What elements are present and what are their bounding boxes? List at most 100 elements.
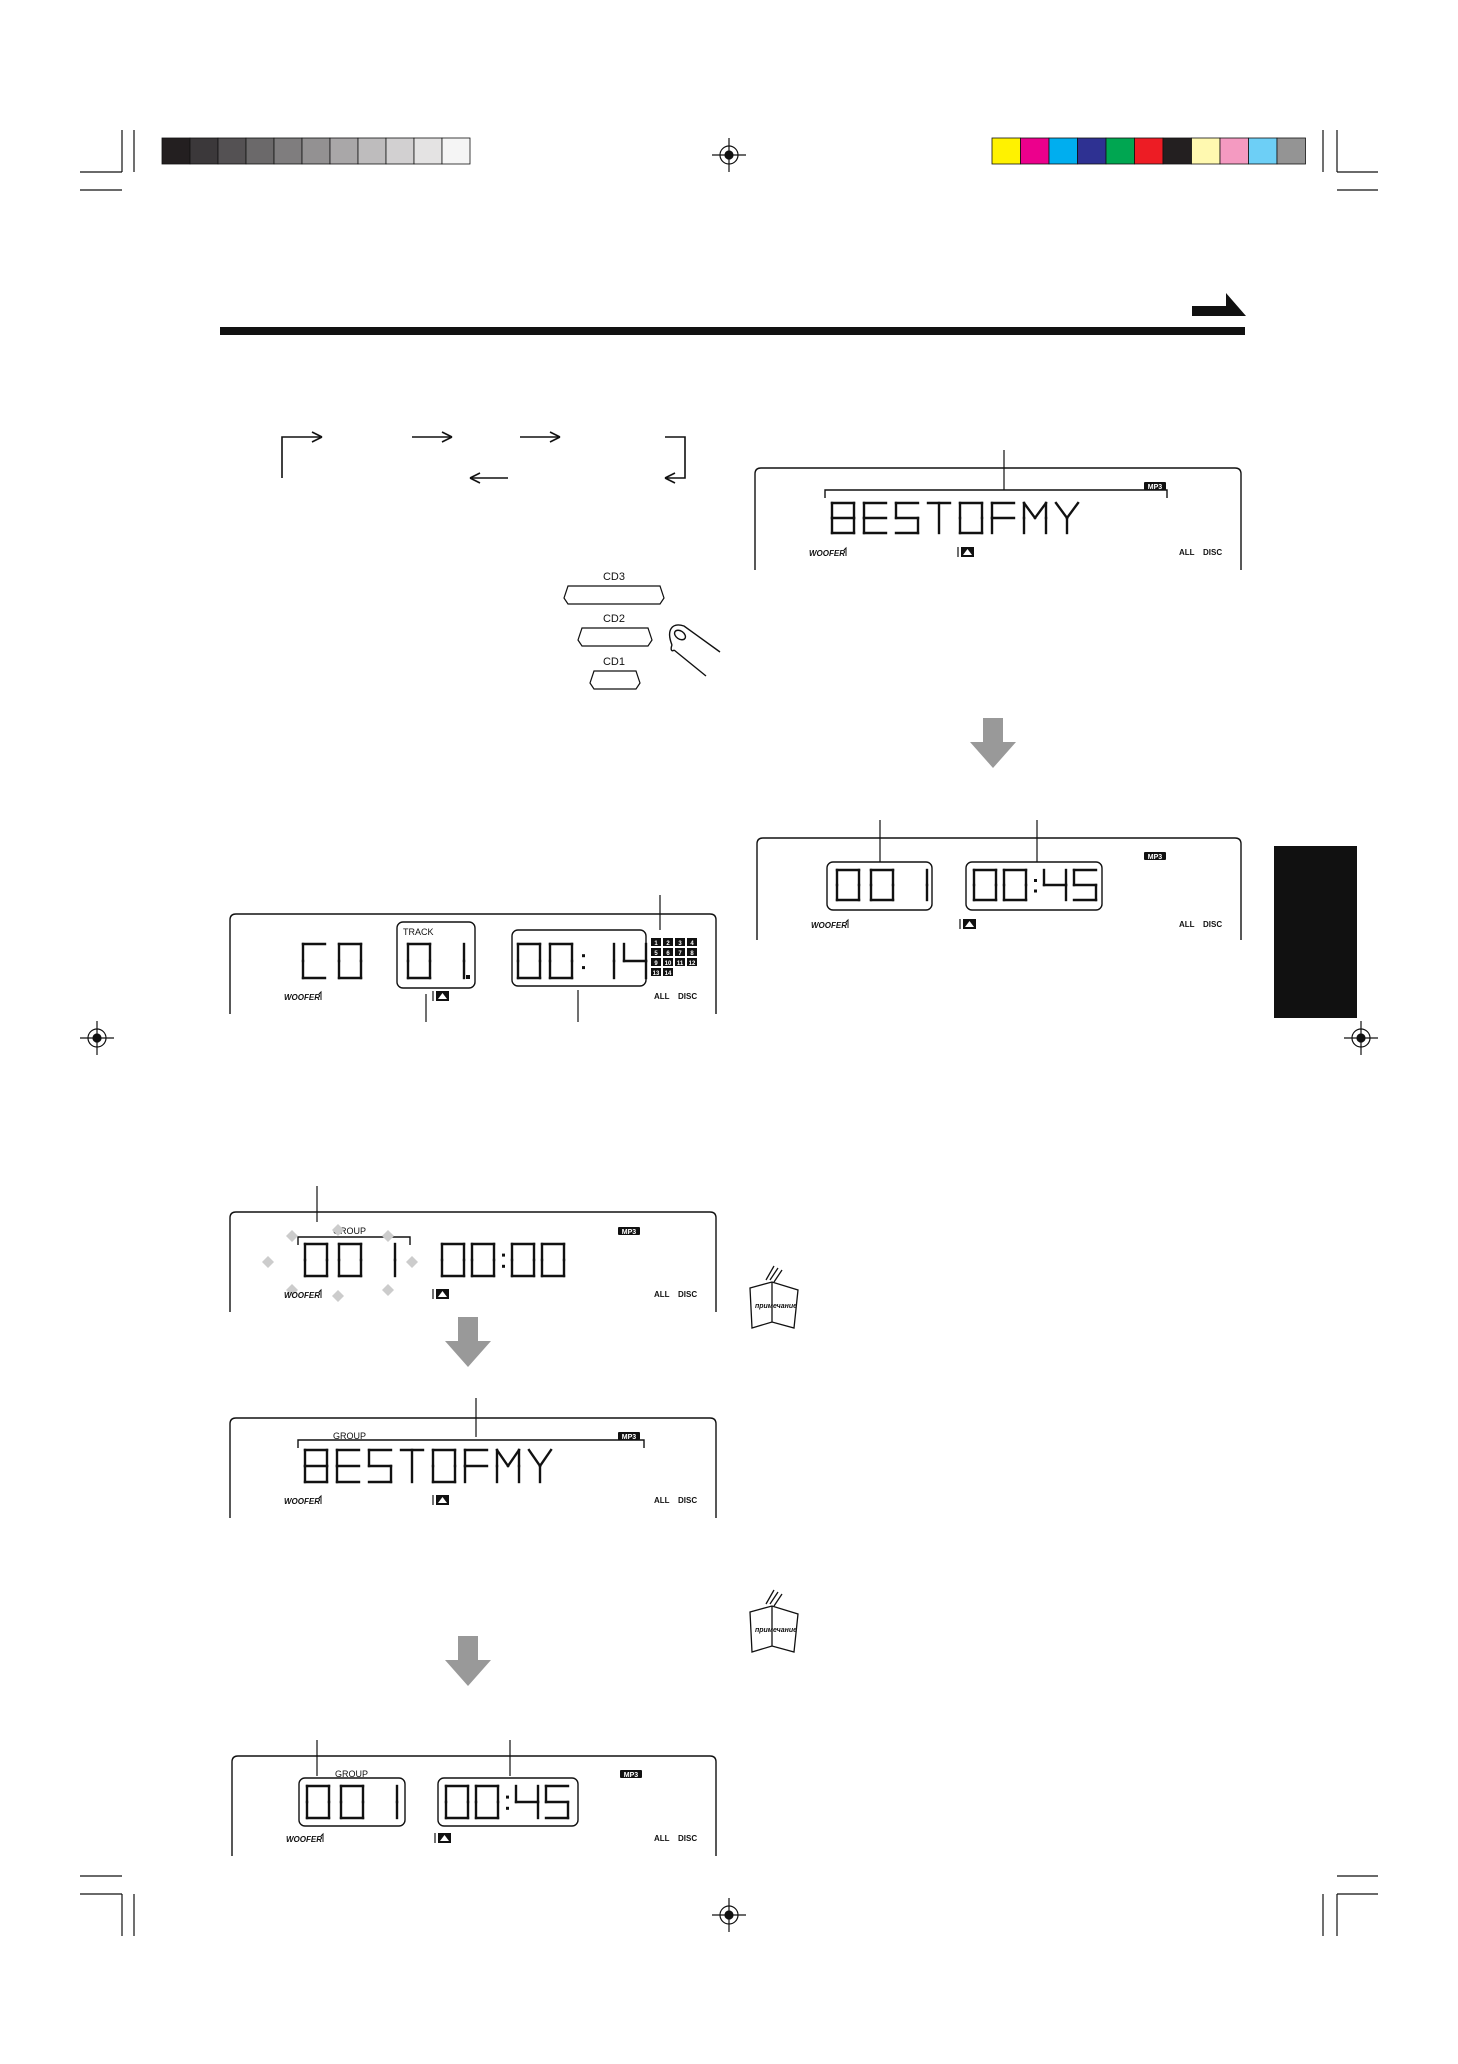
svg-text:примечание: примечание	[755, 1627, 797, 1634]
all-indicator: ALL	[1179, 548, 1195, 557]
eject-indicator-icon	[432, 991, 449, 1001]
track-cell-label: 1	[654, 941, 658, 947]
down-arrow-icon	[445, 1636, 491, 1686]
all-indicator: ALL	[654, 992, 670, 1001]
note-book-icon: примечание	[749, 1265, 799, 1329]
svg-text:MP3: MP3	[622, 1229, 637, 1236]
disc-indicator: DISC	[678, 992, 697, 1001]
track-cell	[687, 938, 697, 946]
track-cell-label: 5	[654, 951, 658, 957]
woofer-indicator: WOOFER	[286, 1835, 322, 1844]
track-cell	[663, 958, 673, 966]
all-indicator: ALL	[654, 1290, 670, 1299]
blink-indicator	[262, 1224, 418, 1302]
header-rule	[220, 327, 1245, 335]
color-swatch	[1191, 137, 1221, 165]
track-cell	[687, 958, 697, 966]
cycle-diagram	[281, 431, 686, 484]
mp3-badge: MP3	[618, 1227, 640, 1236]
track-cell	[675, 958, 685, 966]
svg-text:MP3: MP3	[1148, 484, 1163, 491]
track-cell	[651, 968, 661, 976]
time-box	[965, 861, 1103, 911]
cd3-button[interactable]: CD3	[563, 571, 665, 605]
track-cell-label: 14	[665, 971, 672, 977]
time-readout	[444, 1784, 570, 1820]
track-cell	[651, 958, 661, 966]
arrow-right-icon	[1192, 293, 1246, 316]
eject-indicator-icon	[957, 547, 974, 557]
color-calibration-bar	[991, 137, 1306, 165]
time-box	[437, 1777, 579, 1827]
cd1-button[interactable]: CD1	[589, 656, 641, 690]
source-text	[301, 942, 363, 980]
woofer-indicator: WOOFER	[284, 1497, 320, 1506]
crosshair-icon	[80, 1021, 114, 1055]
track-cell-label: 9	[654, 961, 658, 967]
svg-text:примечание: примечание	[755, 1303, 797, 1310]
time-readout	[516, 942, 648, 980]
gray-swatch	[161, 137, 191, 165]
all-indicator: ALL	[654, 1834, 670, 1843]
track-cell-label: 8	[690, 951, 694, 957]
mp3-badge: MP3	[620, 1770, 642, 1779]
all-indicator: ALL	[654, 1496, 670, 1505]
crosshair-icon	[712, 1898, 746, 1932]
title-text	[830, 501, 1080, 535]
group-box	[826, 861, 933, 911]
color-swatch	[1105, 137, 1135, 165]
section-tab	[1274, 846, 1357, 1018]
crosshair-icon	[1344, 1021, 1378, 1055]
cd2-button[interactable]: CD2	[577, 613, 653, 647]
title-bracket	[297, 1236, 411, 1245]
group-label: GROUP	[333, 1431, 366, 1441]
woofer-indicator: WOOFER	[811, 921, 847, 930]
track-cell-label: 10	[665, 961, 672, 967]
svg-text:MP3: MP3	[622, 1434, 637, 1441]
eject-indicator-icon	[434, 1833, 451, 1843]
gray-swatch	[273, 137, 303, 165]
track-label: TRACK	[403, 927, 434, 937]
gray-swatch	[357, 137, 387, 165]
track-cell	[663, 938, 673, 946]
gray-scale-bar	[161, 137, 471, 165]
color-swatch	[1248, 137, 1278, 165]
title-text	[303, 1448, 553, 1484]
all-indicator: ALL	[1179, 920, 1195, 929]
color-swatch	[1162, 137, 1192, 165]
gray-swatch	[217, 137, 247, 165]
color-swatch	[1276, 137, 1306, 165]
track-cell-label: 12	[689, 961, 696, 967]
gray-swatch	[413, 137, 443, 165]
svg-text:CD2: CD2	[603, 613, 625, 625]
gray-swatch	[329, 137, 359, 165]
gray-swatch	[385, 137, 415, 165]
track-number	[406, 942, 470, 980]
mp3-badge: MP3	[1144, 852, 1166, 861]
group-number	[303, 1242, 397, 1278]
track-cell	[687, 948, 697, 956]
track-cell-label: 2	[666, 941, 670, 947]
mp3-badge: MP3	[618, 1432, 640, 1441]
gray-swatch	[301, 137, 331, 165]
group-label: GROUP	[335, 1769, 368, 1779]
eject-indicator-icon	[432, 1289, 449, 1299]
color-swatch	[1020, 137, 1050, 165]
track-cell	[675, 948, 685, 956]
track-cell-label: 7	[678, 951, 682, 957]
track-cell	[651, 938, 661, 946]
track-cell-label: 6	[666, 951, 670, 957]
disc-indicator: DISC	[678, 1834, 697, 1843]
track-cell-label: 4	[690, 941, 694, 947]
disc-indicator: DISC	[1203, 548, 1222, 557]
woofer-indicator: WOOFER	[284, 993, 320, 1002]
